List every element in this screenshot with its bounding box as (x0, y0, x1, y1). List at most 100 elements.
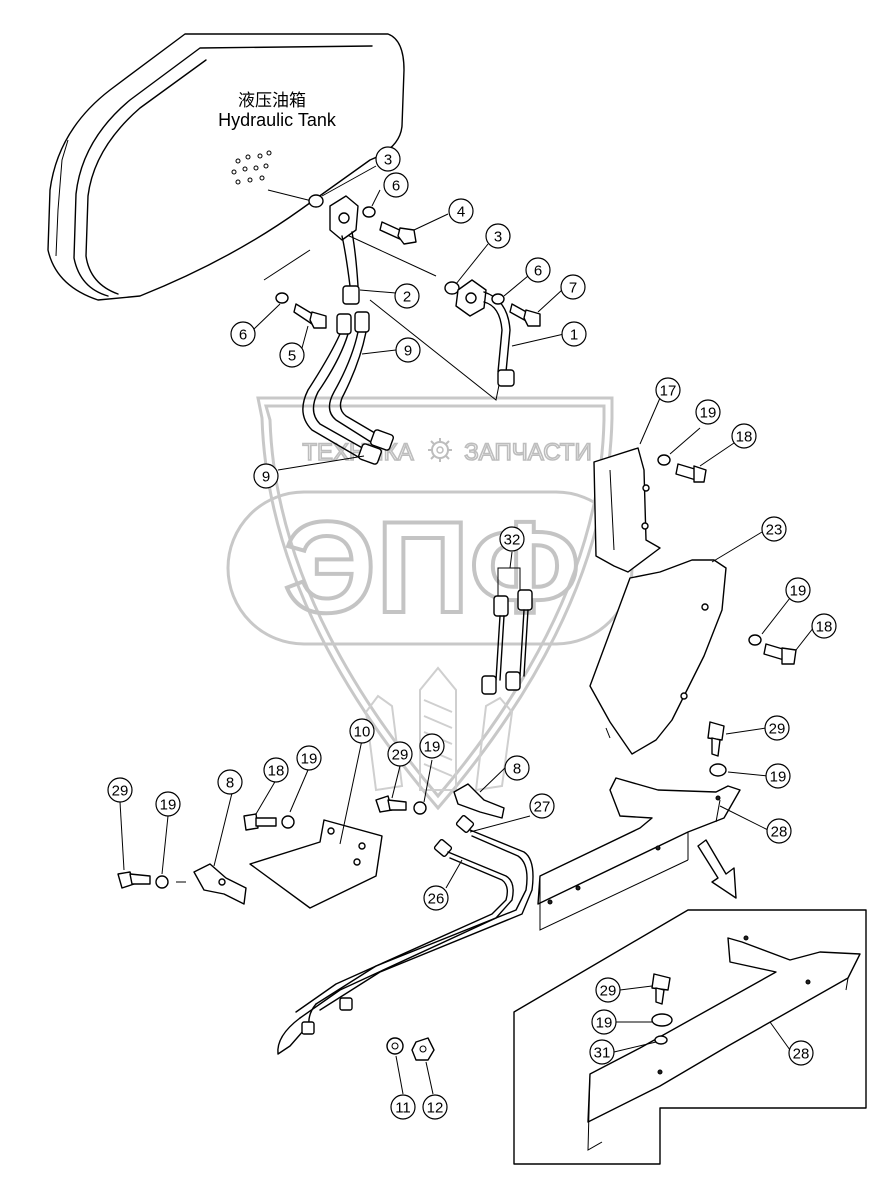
callout-18: 18 (811, 613, 837, 639)
callout-label: 23 (766, 522, 783, 539)
callout-label: 10 (354, 724, 371, 741)
callout-label: 29 (392, 747, 409, 764)
callout-29: 29 (764, 715, 790, 741)
callout-circle (349, 718, 375, 744)
callout-label: 7 (569, 280, 577, 297)
callout-18: 18 (731, 423, 757, 449)
callout-27: 27 (529, 793, 555, 819)
tank-title-cn: 液压油箱 (238, 91, 306, 111)
callout-label: 18 (268, 763, 285, 780)
callout-circle (419, 733, 445, 759)
callout-6: 6 (230, 321, 256, 347)
callout-circle (485, 223, 511, 249)
callout-label: 8 (226, 775, 234, 792)
callout-circle (766, 818, 792, 844)
callout-32: 32 (499, 526, 525, 552)
detail-box (513, 909, 867, 1165)
callout-circle (589, 1039, 615, 1065)
callout-label: 5 (288, 348, 296, 365)
callout-label: 19 (770, 769, 787, 786)
gear-icon (428, 438, 452, 462)
callout-circle (253, 463, 279, 489)
callout-circle (107, 777, 133, 803)
callout-8: 8 (504, 755, 530, 781)
callout-3: 3 (485, 223, 511, 249)
callout-circle (785, 577, 811, 603)
callout-label: 18 (736, 429, 753, 446)
callout-label: 9 (404, 343, 412, 360)
callout-9: 9 (395, 337, 421, 363)
watermark-big-text: ЭПФ (284, 494, 581, 640)
callout-circle (217, 769, 243, 795)
callout-label: 19 (160, 797, 177, 814)
callout-label: 3 (384, 152, 392, 169)
callout-circle (561, 321, 587, 347)
callout-label: 3 (494, 229, 502, 246)
callout-6: 6 (525, 257, 551, 283)
callout-label: 17 (660, 383, 677, 400)
callout-label: 8 (513, 761, 521, 778)
callout-19: 19 (296, 745, 322, 771)
callout-circle (375, 146, 401, 172)
callout-label: 1 (570, 327, 578, 344)
callout-23: 23 (761, 516, 787, 542)
callout-circle (655, 377, 681, 403)
frame-28-upper (537, 777, 741, 931)
callout-19: 19 (155, 791, 181, 817)
watermark-text-left: ТЕХНИКА (302, 439, 413, 466)
callout-1: 1 (561, 321, 587, 347)
callout-circle (422, 1094, 448, 1120)
callout-4: 4 (448, 198, 474, 224)
callout-circle (296, 745, 322, 771)
callout-circle (788, 1040, 814, 1066)
callout-29: 29 (387, 741, 413, 767)
callout-28: 28 (766, 818, 792, 844)
callout-19: 19 (765, 763, 791, 789)
callout-label: 29 (112, 783, 129, 800)
tank-port-holes (231, 150, 272, 185)
callout-26: 26 (423, 885, 449, 911)
bolt-4 (379, 221, 417, 245)
callout-label: 6 (392, 178, 400, 195)
callout-19: 19 (419, 733, 445, 759)
callout-circle (394, 283, 420, 309)
callout-circle (595, 977, 621, 1003)
callout-circle (499, 526, 525, 552)
callout-circle (764, 715, 790, 741)
watermark: ТЕХНИКА ЗАПЧАСТИ ЭПФ (226, 396, 634, 811)
callout-28: 28 (788, 1040, 814, 1066)
callout-label: 9 (262, 469, 270, 486)
callout-label: 6 (534, 263, 542, 280)
callout-17: 17 (655, 377, 681, 403)
callout-19: 19 (591, 1009, 617, 1035)
callout-6: 6 (383, 172, 409, 198)
callout-label: 28 (793, 1046, 810, 1063)
callout-19: 19 (695, 399, 721, 425)
cover-23 (589, 559, 727, 755)
callout-circle (761, 516, 787, 542)
watermark-shield-inner (264, 404, 606, 799)
hydraulic-tank: 液压油箱 Hydraulic Tank (47, 33, 405, 301)
callout-label: 6 (239, 327, 247, 344)
callout-circle (263, 757, 289, 783)
callout-label: 19 (790, 583, 807, 600)
callout-11: 11 (390, 1094, 416, 1120)
callout-label: 12 (427, 1100, 444, 1117)
callout-5: 5 (279, 342, 305, 368)
callout-label: 27 (534, 799, 551, 816)
callout-label: 19 (596, 1015, 613, 1032)
plate-10 (249, 819, 383, 909)
callout-9: 9 (253, 463, 279, 489)
callout-29: 29 (107, 777, 133, 803)
callout-10: 10 (349, 718, 375, 744)
callout-circle (695, 399, 721, 425)
watermark-text-right: ЗАПЧАСТИ (464, 439, 591, 466)
callout-label: 19 (700, 405, 717, 422)
callout-label: 29 (600, 983, 617, 1000)
callout-circle (765, 763, 791, 789)
callout-circle (448, 198, 474, 224)
callout-circle (155, 791, 181, 817)
callout-label: 19 (301, 751, 318, 768)
